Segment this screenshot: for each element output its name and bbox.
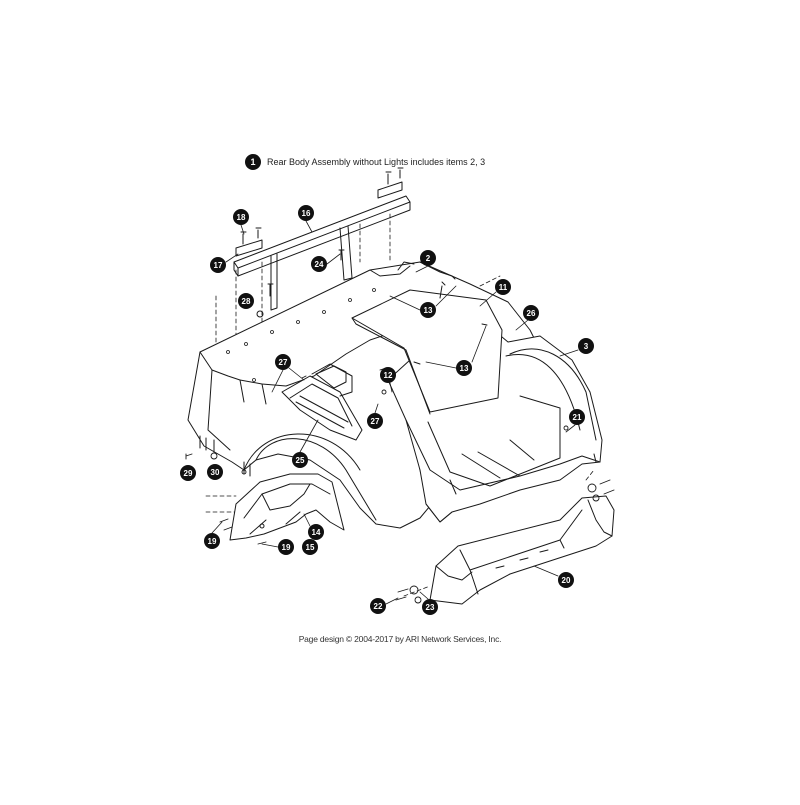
legend: 1 Rear Body Assembly without Lights incl… [245, 154, 485, 170]
callout-11: 11 [495, 279, 511, 295]
callout-marker [495, 279, 511, 295]
callout-marker [523, 305, 539, 321]
callout-number: 17 [214, 261, 223, 270]
callout-number: 14 [312, 528, 321, 537]
callout-number: 13 [460, 364, 469, 373]
callout-number: 13 [424, 306, 433, 315]
callout-12: 12 [380, 367, 396, 383]
callout-28: 28 [238, 293, 254, 309]
callout-13: 13 [456, 360, 472, 376]
callout-29: 29 [180, 465, 196, 481]
callout-marker [558, 572, 574, 588]
callout-marker [233, 209, 249, 225]
callout-marker [370, 598, 386, 614]
callout-number: 2 [426, 254, 431, 263]
callout-30: 30 [207, 464, 223, 480]
callout-16: 16 [298, 205, 314, 221]
callout-17: 17 [210, 257, 226, 273]
callout-marker [420, 250, 436, 266]
callout-marker [298, 205, 314, 221]
callout-27: 27 [275, 354, 291, 370]
callout-marker [456, 360, 472, 376]
callout-23: 23 [422, 599, 438, 615]
copyright-footer: Page design © 2004-2017 by ARI Network S… [298, 634, 502, 644]
callout-marker [420, 302, 436, 318]
callout-number: 15 [306, 543, 315, 552]
callout-number: 22 [374, 602, 383, 611]
callout-19: 19 [204, 533, 220, 549]
callout-marker [422, 599, 438, 615]
callout-number: 11 [499, 283, 508, 292]
callout-number: 21 [573, 413, 582, 422]
callout-3: 3 [578, 338, 594, 354]
callout-19: 19 [278, 539, 294, 555]
callout-number: 28 [242, 297, 251, 306]
legend-callout: 1 [245, 154, 261, 170]
callout-14: 14 [308, 524, 324, 540]
callout-number: 27 [371, 417, 380, 426]
callout-number: 26 [527, 309, 536, 318]
callout-number: 19 [208, 537, 217, 546]
callout-number: 12 [384, 371, 393, 380]
callout-number: 27 [279, 358, 288, 367]
callout-21: 21 [569, 409, 585, 425]
callout-number: 20 [562, 576, 571, 585]
bumper [429, 495, 615, 605]
callout-marker [311, 256, 327, 272]
bin-lid [351, 275, 503, 415]
callout-marker [308, 524, 324, 540]
callout-marker [207, 464, 223, 480]
callout-number: 23 [426, 603, 435, 612]
callout-number: 16 [302, 209, 311, 218]
callout-24: 24 [311, 256, 327, 272]
callout-marker [569, 409, 585, 425]
fender-liner [229, 473, 345, 541]
callout-marker [578, 338, 594, 354]
callout-marker [238, 293, 254, 309]
callout-26: 26 [523, 305, 539, 321]
callout-marker [180, 465, 196, 481]
callout-number: 18 [237, 213, 246, 222]
callout-number: 3 [584, 342, 589, 351]
callout-marker [380, 367, 396, 383]
callout-15: 15 [302, 539, 318, 555]
legend-text: Rear Body Assembly without Lights includ… [267, 157, 486, 167]
callout-marker [367, 413, 383, 429]
callout-number: 29 [184, 469, 193, 478]
support-bar [233, 167, 411, 318]
callout-18: 18 [233, 209, 249, 225]
callout-20: 20 [558, 572, 574, 588]
callout-number: 24 [315, 260, 324, 269]
callout-25: 25 [292, 452, 308, 468]
callout-2: 2 [420, 250, 436, 266]
callout-marker [210, 257, 226, 273]
callout-22: 22 [370, 598, 386, 614]
callout-marker [292, 452, 308, 468]
callout-27: 27 [367, 413, 383, 429]
deck-plate [281, 363, 363, 441]
callout-marker [204, 533, 220, 549]
callout-marker [278, 539, 294, 555]
callout-number: 19 [282, 543, 291, 552]
callout-number: 25 [296, 456, 305, 465]
callout-marker [302, 539, 318, 555]
callout-13: 13 [420, 302, 436, 318]
callout-marker [275, 354, 291, 370]
callout-number: 30 [211, 468, 220, 477]
